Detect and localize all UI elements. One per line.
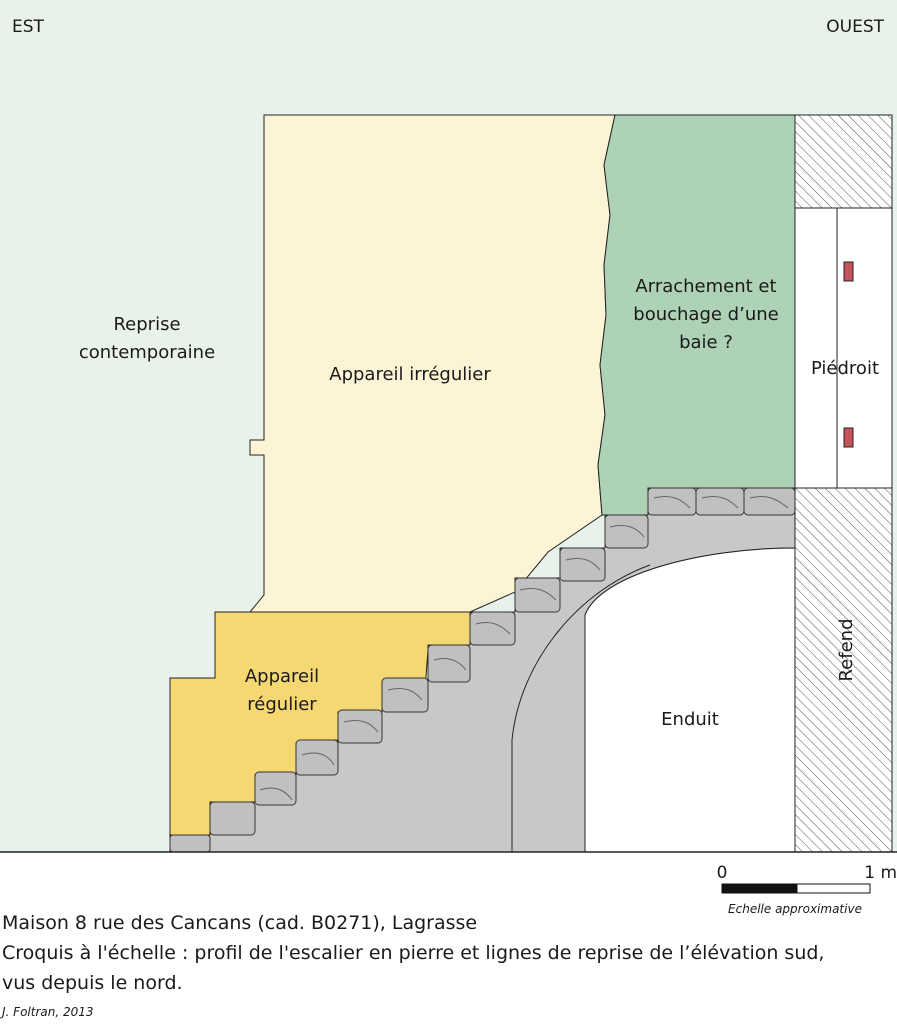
label-appareil-regulier-1: Appareil [245, 666, 319, 687]
zone-enduit [584, 547, 796, 853]
scale-bar [721, 883, 871, 894]
label-piedroit: Piédroit [811, 358, 879, 379]
label-refend: Refend [836, 618, 857, 681]
refend-wall-bottom [794, 487, 893, 853]
caption-line-3: vus depuis le nord. [2, 972, 183, 994]
label-arrachement-1: Arrachement et [635, 276, 776, 297]
label-arrachement-2: bouchage d’une [633, 304, 778, 325]
label-reprise-1: Reprise [113, 314, 180, 335]
scale-start-label: 0 [717, 863, 728, 883]
step-blocks [169, 487, 796, 853]
orientation-est: EST [12, 17, 45, 37]
label-appareil-regulier-2: régulier [247, 694, 317, 715]
caption-line-1: Maison 8 rue des Cancans (cad. B0271), L… [2, 912, 478, 934]
caption-line-2: Croquis à l'échelle : profil de l'escali… [2, 942, 825, 964]
label-appareil-irregulier: Appareil irrégulier [329, 364, 491, 385]
red-block-lower [843, 427, 854, 448]
arch-intrados-line [511, 564, 651, 852]
scale-end-label: 1 m [864, 863, 897, 883]
refend-wall-top [794, 114, 893, 209]
label-reprise-2: contemporaine [79, 342, 215, 363]
label-arrachement-3: baie ? [679, 332, 733, 353]
orientation-ouest: OUEST [826, 17, 884, 37]
credit: J. Foltran, 2013 [2, 1005, 94, 1019]
label-enduit: Enduit [661, 709, 719, 730]
scale-caption: Echelle approximative [728, 902, 862, 916]
red-block-upper [843, 261, 854, 282]
step-nosing-curves [259, 495, 789, 801]
